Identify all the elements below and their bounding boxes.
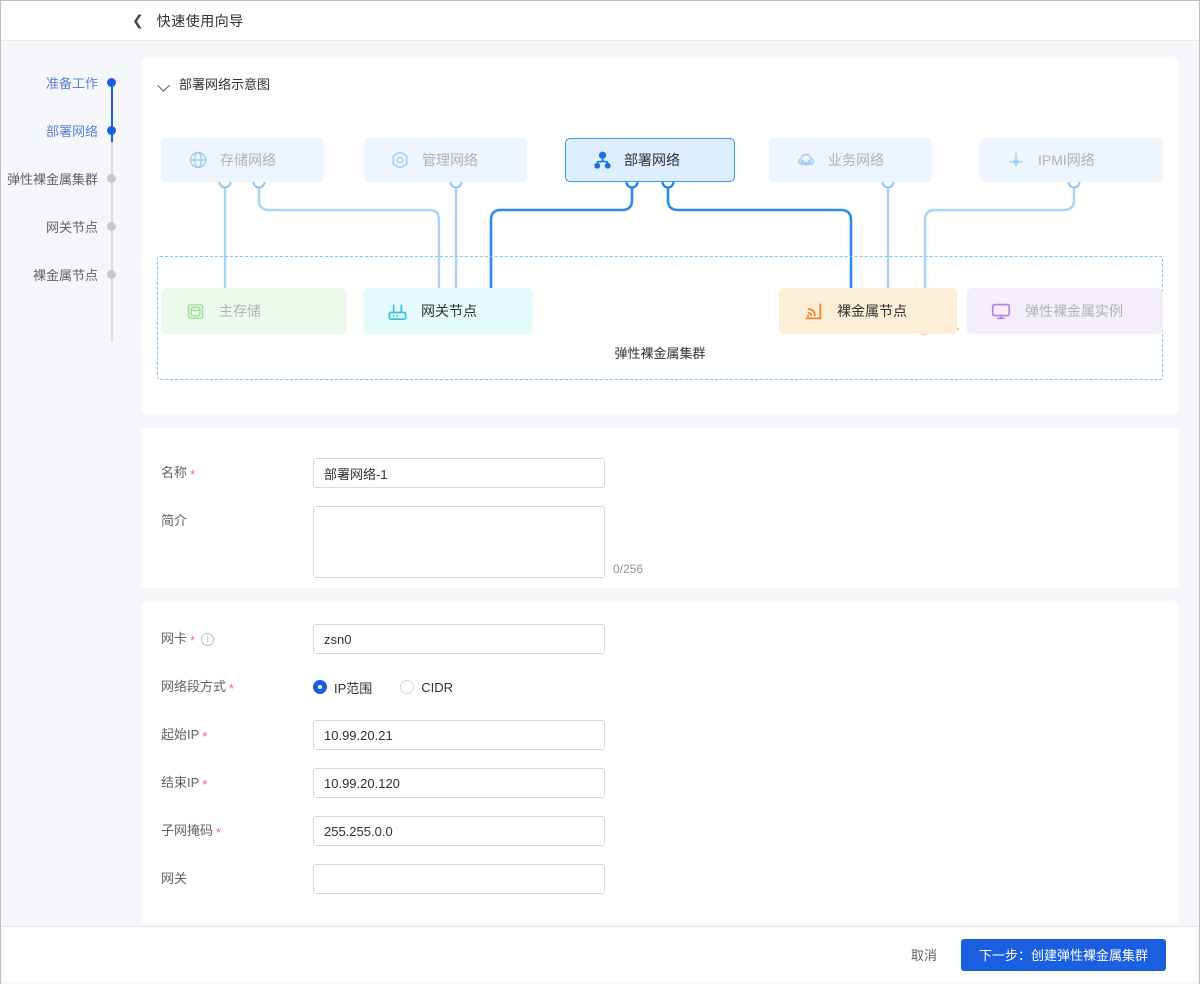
- form-row-name: 名称*: [141, 458, 1179, 488]
- top-bar: ❮ 快速使用向导: [1, 1, 1199, 41]
- diagram-collapse-toggle[interactable]: 部署网络示意图: [141, 58, 1179, 93]
- resource-card-label: 裸金属节点: [837, 303, 907, 319]
- main-content: 部署网络示意图: [121, 42, 1199, 984]
- name-input[interactable]: [313, 458, 605, 488]
- diagram-canvas: 存储网络 管理网络: [141, 58, 1179, 414]
- network-card-label: 管理网络: [422, 152, 478, 168]
- resource-card-label: 弹性裸金属实例: [1025, 303, 1123, 319]
- step-dot: [107, 221, 116, 231]
- step-dot: [107, 173, 116, 183]
- sidebar-item-deploy-network[interactable]: 部署网络: [1, 122, 121, 139]
- ipmi-icon: [1005, 149, 1027, 171]
- network-card-business[interactable]: 业务网络: [769, 138, 933, 182]
- info-circle-icon[interactable]: i: [201, 632, 215, 646]
- required-marker: *: [190, 632, 196, 648]
- form-label: 简介: [161, 513, 188, 528]
- step-label: 裸金属节点: [32, 267, 98, 283]
- sitemap-icon: [591, 149, 613, 171]
- resource-card-label: 网关节点: [421, 303, 477, 319]
- form-row-nic: 网卡* i: [141, 624, 1179, 654]
- gateway-input[interactable]: [313, 864, 605, 894]
- radio-label: CIDR: [421, 679, 454, 695]
- next-step-button[interactable]: 下一步：创建弹性裸金属集群: [960, 938, 1166, 971]
- network-card-label: IPMI网络: [1038, 152, 1095, 168]
- form-label: 子网掩码*: [161, 823, 222, 840]
- cloud-icon: [795, 149, 817, 171]
- required-marker: *: [229, 680, 235, 696]
- form-label: 网卡* i: [141, 624, 313, 654]
- required-marker: *: [190, 466, 196, 482]
- resource-card-label: 主存储: [219, 303, 261, 319]
- cancel-button[interactable]: 取消: [905, 944, 943, 965]
- network-card-deploy[interactable]: 部署网络: [565, 138, 735, 182]
- step-dot: [107, 269, 116, 279]
- end-ip-input[interactable]: [313, 768, 605, 798]
- network-card-ipmi[interactable]: IPMI网络: [979, 138, 1163, 182]
- sidebar-item-preparation[interactable]: 准备工作: [1, 74, 121, 91]
- char-counter: 0/256: [613, 562, 644, 576]
- form-row-netmask: 子网掩码*: [141, 816, 1179, 846]
- required-marker: *: [216, 824, 222, 840]
- form-row-gateway: 网关: [141, 864, 1179, 894]
- router-icon: [385, 299, 409, 323]
- step-rail-line-rest: [111, 142, 113, 342]
- back-icon[interactable]: ❮: [132, 12, 144, 29]
- network-card-label: 存储网络: [220, 152, 276, 168]
- resource-card-primary-storage[interactable]: 主存储: [161, 288, 347, 334]
- radio-dot: [313, 680, 327, 694]
- step-label: 部署网络: [45, 123, 98, 139]
- start-ip-input[interactable]: [313, 720, 605, 750]
- cluster-caption: 弹性裸金属集群: [614, 346, 706, 361]
- form-label: 起始IP*: [161, 727, 208, 744]
- sidebar-item-baremetal-cluster[interactable]: 弹性裸金属集群: [1, 170, 121, 187]
- network-diagram-card: 部署网络示意图: [141, 58, 1179, 414]
- resource-card-gateway-node[interactable]: 网关节点: [363, 288, 533, 334]
- segment-mode-radio-group: IP范围 CIDR: [313, 672, 481, 702]
- form-label: 网关: [161, 871, 188, 886]
- resource-card-baremetal-node[interactable]: 裸金属节点: [779, 288, 957, 334]
- description-textarea[interactable]: [313, 506, 605, 578]
- form-row-segment-mode: 网络段方式* IP范围 CIDR: [141, 672, 1179, 702]
- footer-bar: 取消 下一步：创建弹性裸金属集群: [2, 926, 1198, 982]
- form-label: 名称*: [161, 465, 196, 482]
- form-row-end-ip: 结束IP*: [141, 768, 1179, 798]
- required-marker: *: [202, 776, 208, 792]
- netmask-input[interactable]: [313, 816, 605, 846]
- radio-ip-range[interactable]: IP范围: [313, 678, 372, 697]
- globe-icon: [187, 149, 209, 171]
- required-marker: *: [202, 728, 208, 744]
- signal-icon: [801, 299, 825, 323]
- step-label: 网关节点: [45, 219, 98, 235]
- network-card-storage[interactable]: 存储网络: [161, 138, 325, 182]
- page-title: 快速使用向导: [156, 12, 244, 29]
- network-card-management[interactable]: 管理网络: [363, 138, 527, 182]
- database-icon: [183, 299, 207, 323]
- sidebar-item-gateway-node[interactable]: 网关节点: [1, 218, 121, 235]
- step-dot: [107, 125, 116, 135]
- diagram-title: 部署网络示意图: [179, 77, 271, 92]
- basic-info-form: 名称* 简介 0/256: [141, 428, 1179, 588]
- step-rail: 准备工作 部署网络 弹性裸金属集群 网关节点 裸金属节点: [1, 42, 121, 984]
- step-dot: [107, 77, 116, 87]
- sidebar-item-baremetal-node[interactable]: 裸金属节点: [1, 266, 121, 283]
- monitor-icon: [989, 299, 1013, 323]
- form-row-start-ip: 起始IP*: [141, 720, 1179, 750]
- radio-cidr[interactable]: CIDR: [400, 680, 453, 695]
- form-row-description: 简介 0/256: [141, 506, 1179, 578]
- network-card-label: 部署网络: [624, 152, 680, 168]
- form-label: 网络段方式*: [161, 679, 235, 696]
- network-card-label: 业务网络: [828, 152, 884, 168]
- radio-dot: [400, 680, 415, 694]
- step-rail-line-filled: [111, 82, 113, 142]
- radio-label: IP范围: [334, 680, 373, 696]
- step-label: 弹性裸金属集群: [6, 171, 98, 187]
- nic-input[interactable]: [313, 624, 605, 654]
- resource-card-elastic-baremetal-instance[interactable]: 弹性裸金属实例: [967, 288, 1163, 334]
- network-config-form: 网卡* i 网络段方式* IP范围 CIDR: [141, 602, 1179, 924]
- step-label: 准备工作: [45, 75, 98, 91]
- form-label: 结束IP*: [161, 775, 208, 792]
- hexagon-icon: [389, 149, 411, 171]
